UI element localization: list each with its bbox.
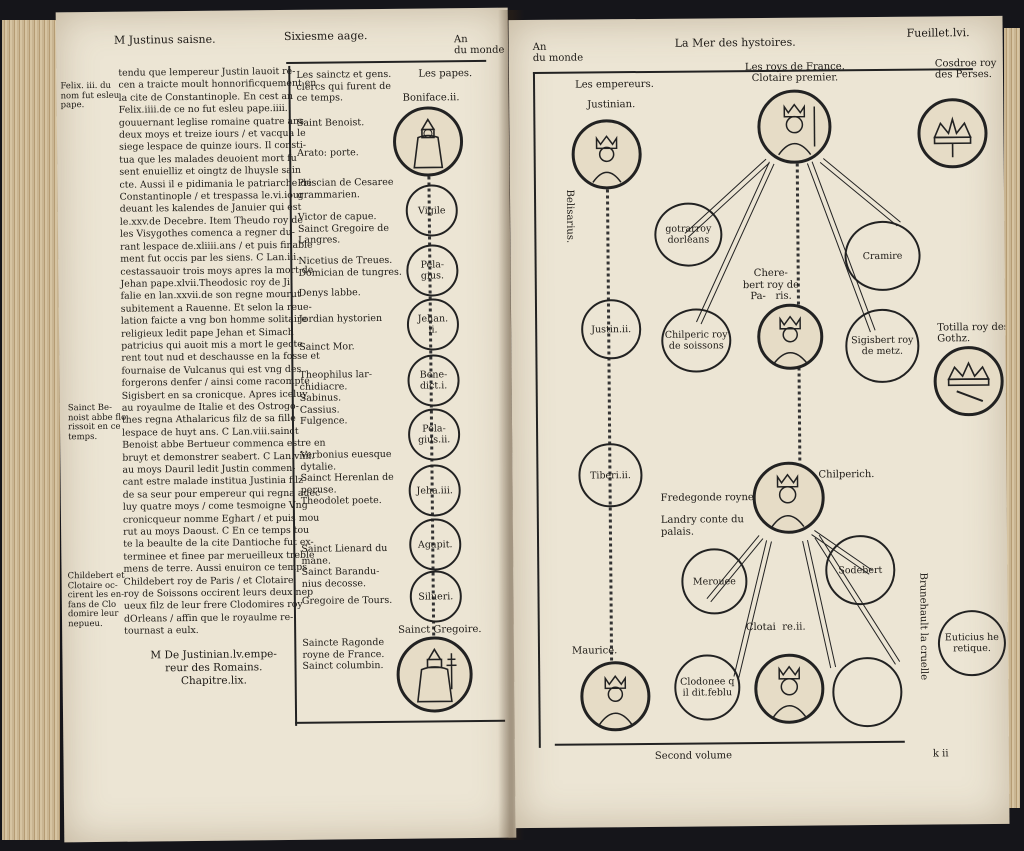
emperor-maurice-medallion	[580, 660, 651, 732]
pope-gregoire-label: Sainct Gregoire.	[398, 623, 482, 636]
gothic-crown-medallion	[933, 345, 1004, 417]
chilperic-medallion	[752, 461, 825, 535]
pope-boniface-label: Boniface.ii.	[402, 92, 460, 104]
rule-bottom	[295, 719, 506, 724]
chilperic-label: Chilperich.	[818, 468, 875, 481]
cosdroe-label: Cosdroe roy des Perses.	[934, 57, 997, 81]
king-oval: Sigisbert roy de metz.	[845, 308, 920, 384]
king-oval: Cramire	[844, 220, 921, 292]
prince-oval: Sodebert	[824, 534, 896, 606]
saint-entry: Victor de capue. Sainct Gregoire de Lang…	[297, 211, 389, 246]
pope-oval: Silueri.	[409, 570, 463, 623]
crown-icon	[947, 361, 990, 402]
right-page: An du monde La Mer des hystoires. Fueill…	[508, 15, 1010, 829]
prince-oval: Clodonee q il dit.feblu	[674, 654, 741, 721]
king-oval: gotrarroy dorleans	[654, 202, 723, 267]
pope-oval: Pela- gius.ii.	[407, 408, 461, 461]
saint-entry: Sainct Mor.	[299, 341, 355, 353]
landry-label: Landry conte du palais.	[660, 514, 744, 538]
emperor-oval: Justin.ii.	[580, 299, 642, 360]
king-portrait-icon	[772, 665, 807, 718]
saint-entry: Nicetius de Treues. Domician de tungres.	[298, 254, 402, 279]
saint-entry: Gregoire de Tours.	[301, 594, 393, 607]
pope-oval: Jeha.iii.	[408, 464, 461, 517]
rule-top	[286, 59, 487, 64]
prince-oval: Merouee	[681, 548, 748, 615]
charibert-label: Chere- bert roy de Pa- ris.	[742, 267, 800, 303]
pope-gregory-icon	[417, 647, 457, 703]
saint-entry: Priscian de Cesaree grammarien.	[297, 176, 394, 201]
saint-entry: Saint Benoist.	[296, 117, 365, 129]
emperor-justinian-label: Justinian.	[587, 99, 636, 111]
footer-volume: Second volume	[654, 750, 733, 762]
saint-entry: Jordian hystorien	[298, 312, 383, 325]
pope-oval: Agapit.	[408, 518, 462, 571]
running-head-center: Sixiesme aage.	[283, 29, 368, 43]
year-heading-right: An du monde	[532, 41, 584, 64]
emperor-maurice-label: Maurice.	[571, 645, 618, 657]
chapter-heading: M De Justinian.lv.empe- reur des Romains…	[150, 648, 277, 688]
year-heading: An du monde	[453, 34, 505, 57]
crowned-emperor-icon	[592, 135, 622, 183]
pope-oval: Bene- dict.i.	[407, 354, 460, 407]
folio-number: Fueillet.lvi.	[906, 26, 970, 40]
crowned-emperor-icon	[599, 675, 633, 725]
brunehault-label: Brunehault la cruelle	[917, 572, 930, 681]
popes-title: Les papes.	[418, 68, 473, 80]
fredegonde-label: Fredegonde royne.	[660, 492, 758, 504]
clotaire-ii-medallion	[754, 653, 825, 725]
pope-portrait-medallion	[392, 106, 464, 177]
king-portrait-icon	[773, 315, 808, 364]
saint-entry: Sainct Lienard du mane. Sainct Barandu- …	[301, 542, 388, 590]
emperors-title: Les empereurs.	[575, 78, 654, 91]
euticius-oval: Euticius he retique.	[937, 609, 1007, 677]
pope-oval: Jehan. ii.	[406, 298, 460, 351]
margin-note-childebert: Childebert et Clotaire oc- cirent les en…	[67, 570, 125, 629]
emperor-justinian-medallion	[571, 119, 642, 190]
saint-entry: Denys labbe.	[298, 287, 361, 299]
saint-entry: Arato: porte.	[297, 147, 359, 159]
clotaire-ii-label: Clotai re.ii.	[745, 621, 806, 634]
kings-title: Les roys de France. Clotaire premier.	[744, 61, 845, 85]
saint-entry: Verbonius euesque dytalie. Sainct Herenl…	[300, 448, 394, 507]
footer-signature: k ii	[932, 748, 949, 760]
charibert-medallion	[756, 303, 824, 371]
pope-portrait-icon	[413, 117, 444, 169]
totilla-label: Totilla roy des Gothz.	[937, 321, 1009, 345]
persia-crown-medallion	[917, 97, 988, 169]
crown-icon	[933, 116, 972, 158]
king-portrait-icon	[778, 103, 816, 156]
margin-note-benoist: Sainct Be- noist abbe flo rissoit en ce …	[67, 402, 127, 442]
right-page-edge	[1004, 28, 1020, 808]
king-portrait-icon	[771, 473, 805, 528]
pope-oval: Vigile	[405, 184, 459, 237]
clotaire-medallion	[757, 89, 832, 165]
frame-bottom	[554, 740, 905, 746]
running-head-title: La Mer des hystoires.	[674, 35, 796, 50]
pope-gregoire-medallion	[396, 636, 474, 713]
pope-oval: Pela- gius.	[406, 244, 459, 297]
prince-oval	[832, 656, 903, 728]
belisarius-label: Belisarius.	[563, 189, 576, 244]
frame-left	[532, 71, 541, 748]
emperor-oval: Tiberi.ii.	[578, 443, 643, 508]
left-page: M Justinus saisne. Sixiesme aage. An du …	[55, 7, 517, 843]
king-oval: Chilperic roy de soissons	[661, 308, 732, 373]
running-head-left: M Justinus saisne.	[113, 32, 216, 47]
margin-note-felix: Felix. iii. du nom fut esleu pape.	[60, 80, 120, 111]
saints-intro: Les sainctz et gens. clercs qui furent d…	[296, 68, 392, 104]
saint-entry: Saincte Ragonde royne de France. Sainct …	[302, 636, 385, 672]
saint-entry: Theophilus lar- chidiacre. Sabinus. Cass…	[299, 369, 373, 427]
left-page-edge	[2, 20, 60, 840]
emperor-chain	[605, 189, 614, 690]
